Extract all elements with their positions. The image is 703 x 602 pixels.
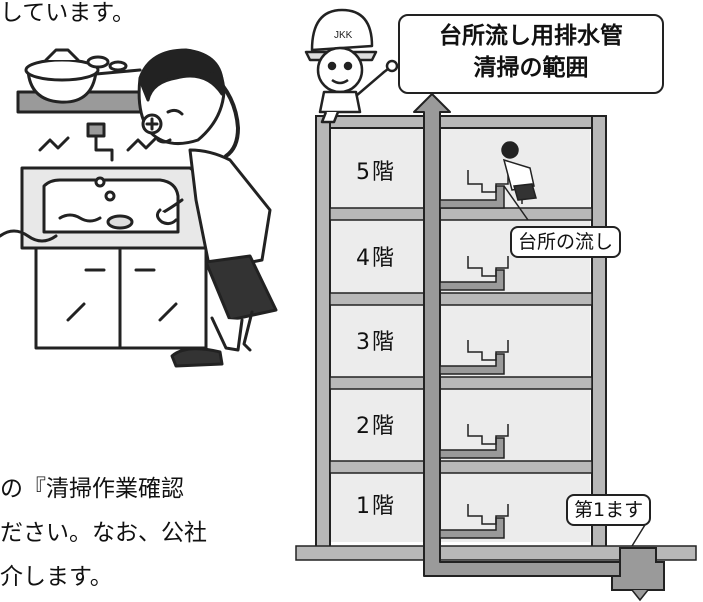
sink-traps: [467, 170, 509, 525]
woman-at-sink-icon: [0, 48, 278, 368]
branch-pipes: [439, 185, 505, 539]
kitchen-sink-label: 台所の流し: [510, 226, 622, 258]
text-top-fragment: しています。: [0, 0, 136, 26]
helmet-mark: JKK: [334, 30, 353, 41]
floor-label-1: 1階: [356, 494, 396, 519]
callout-line-2: 清掃の範囲: [473, 55, 589, 81]
riser-pipe: [413, 93, 641, 577]
text-line-2: ださい。なお、公社: [0, 520, 207, 546]
floor-label-5: 5階: [356, 160, 396, 185]
first-basin-label: 第1ます: [566, 494, 652, 526]
text-line-3: 介します。: [0, 564, 113, 590]
text-line-1: の『清掃作業確認: [0, 476, 184, 502]
floor-label-3: 3階: [356, 330, 396, 355]
helmet-mascot-icon: [304, 8, 399, 124]
small-woman-icon: [501, 141, 537, 204]
floor-label-4: 4階: [356, 246, 396, 271]
first-basin-icon: [611, 547, 665, 591]
callout-line-1: 台所流し用排水管: [439, 23, 623, 49]
floor-label-2: 2階: [356, 414, 396, 439]
callout-box: 台所流し用排水管 清掃の範囲: [398, 14, 664, 94]
ground-line: [295, 545, 697, 561]
floor-slabs: [329, 207, 593, 474]
